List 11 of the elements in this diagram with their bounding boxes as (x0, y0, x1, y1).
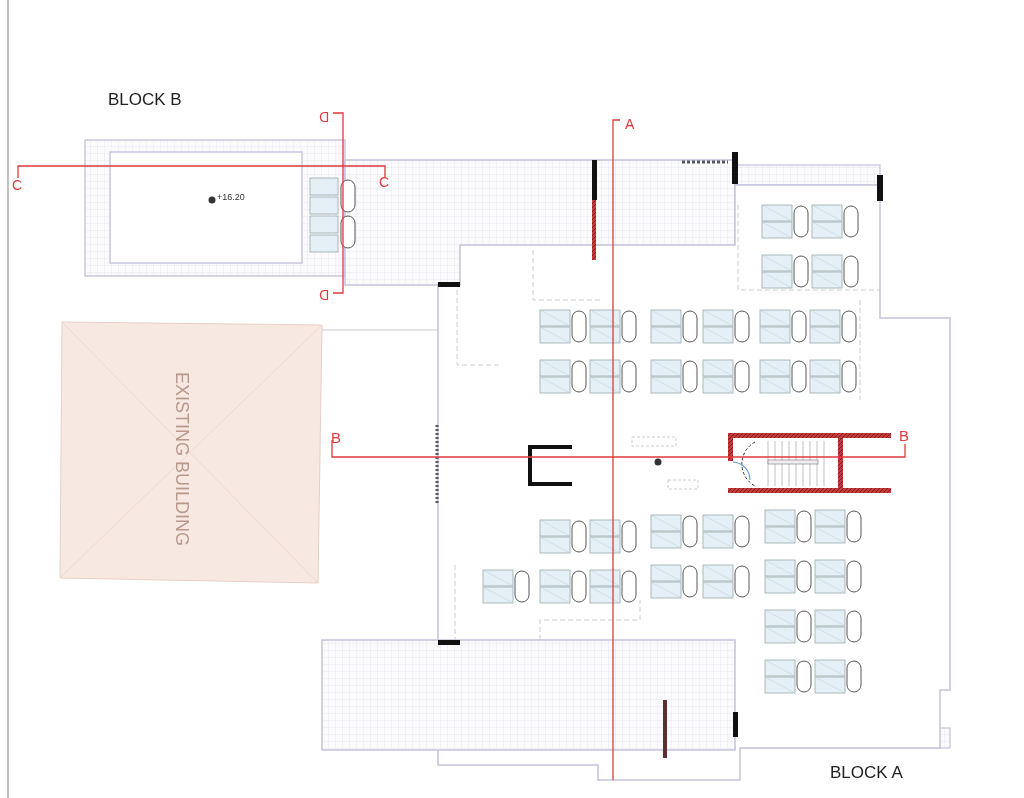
building-label: EXISTING BUILDING (173, 372, 191, 546)
block-label: BLOCK B (108, 91, 182, 108)
section-marker: C (379, 175, 390, 189)
section-marker: C (12, 178, 23, 192)
block-label: BLOCK A (830, 764, 903, 781)
level-label: +16.20 (217, 193, 245, 202)
section-marker: B (899, 428, 909, 443)
section-marker: A (625, 117, 635, 131)
section-marker: D (319, 110, 330, 124)
section-marker: D (319, 288, 330, 302)
section-marker: B (331, 430, 341, 445)
